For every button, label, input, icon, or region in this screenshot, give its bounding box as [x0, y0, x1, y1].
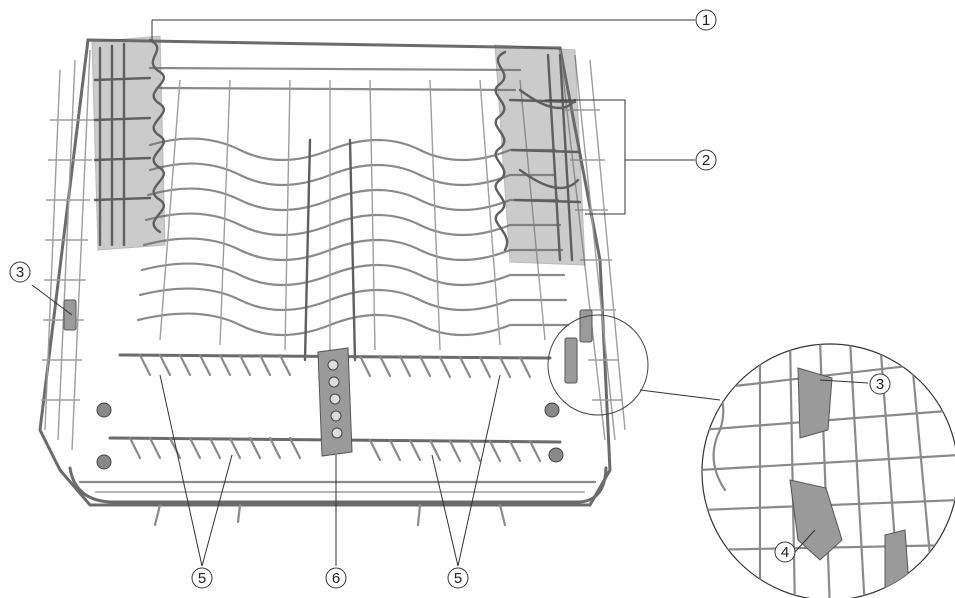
callout-4: 4 — [774, 541, 796, 563]
svg-text:3: 3 — [876, 376, 884, 393]
svg-text:1: 1 — [702, 12, 710, 29]
callout-1: 1 — [695, 9, 717, 31]
callout-leaders — [31, 19, 869, 567]
plate-tines — [136, 79, 570, 362]
callout-6: 6 — [325, 567, 347, 589]
callout-3-detail: 3 — [869, 373, 891, 395]
cup-shelf-left — [91, 35, 166, 251]
rack-frame — [38, 38, 626, 527]
svg-text:4: 4 — [781, 544, 789, 561]
svg-text:6: 6 — [332, 570, 340, 587]
center-holder — [317, 347, 353, 457]
callout-5-left: 5 — [191, 567, 213, 589]
callout-3-main: 3 — [9, 261, 31, 283]
callout-5-right: 5 — [447, 567, 469, 589]
svg-text:2: 2 — [702, 152, 710, 169]
height-adjuster-right — [544, 309, 593, 463]
svg-text:5: 5 — [454, 570, 462, 587]
cup-shelf-right — [494, 44, 586, 266]
svg-text:3: 3 — [16, 264, 24, 281]
callout-2: 2 — [695, 149, 717, 171]
height-adjuster-left — [63, 299, 112, 470]
svg-text:5: 5 — [198, 570, 206, 587]
